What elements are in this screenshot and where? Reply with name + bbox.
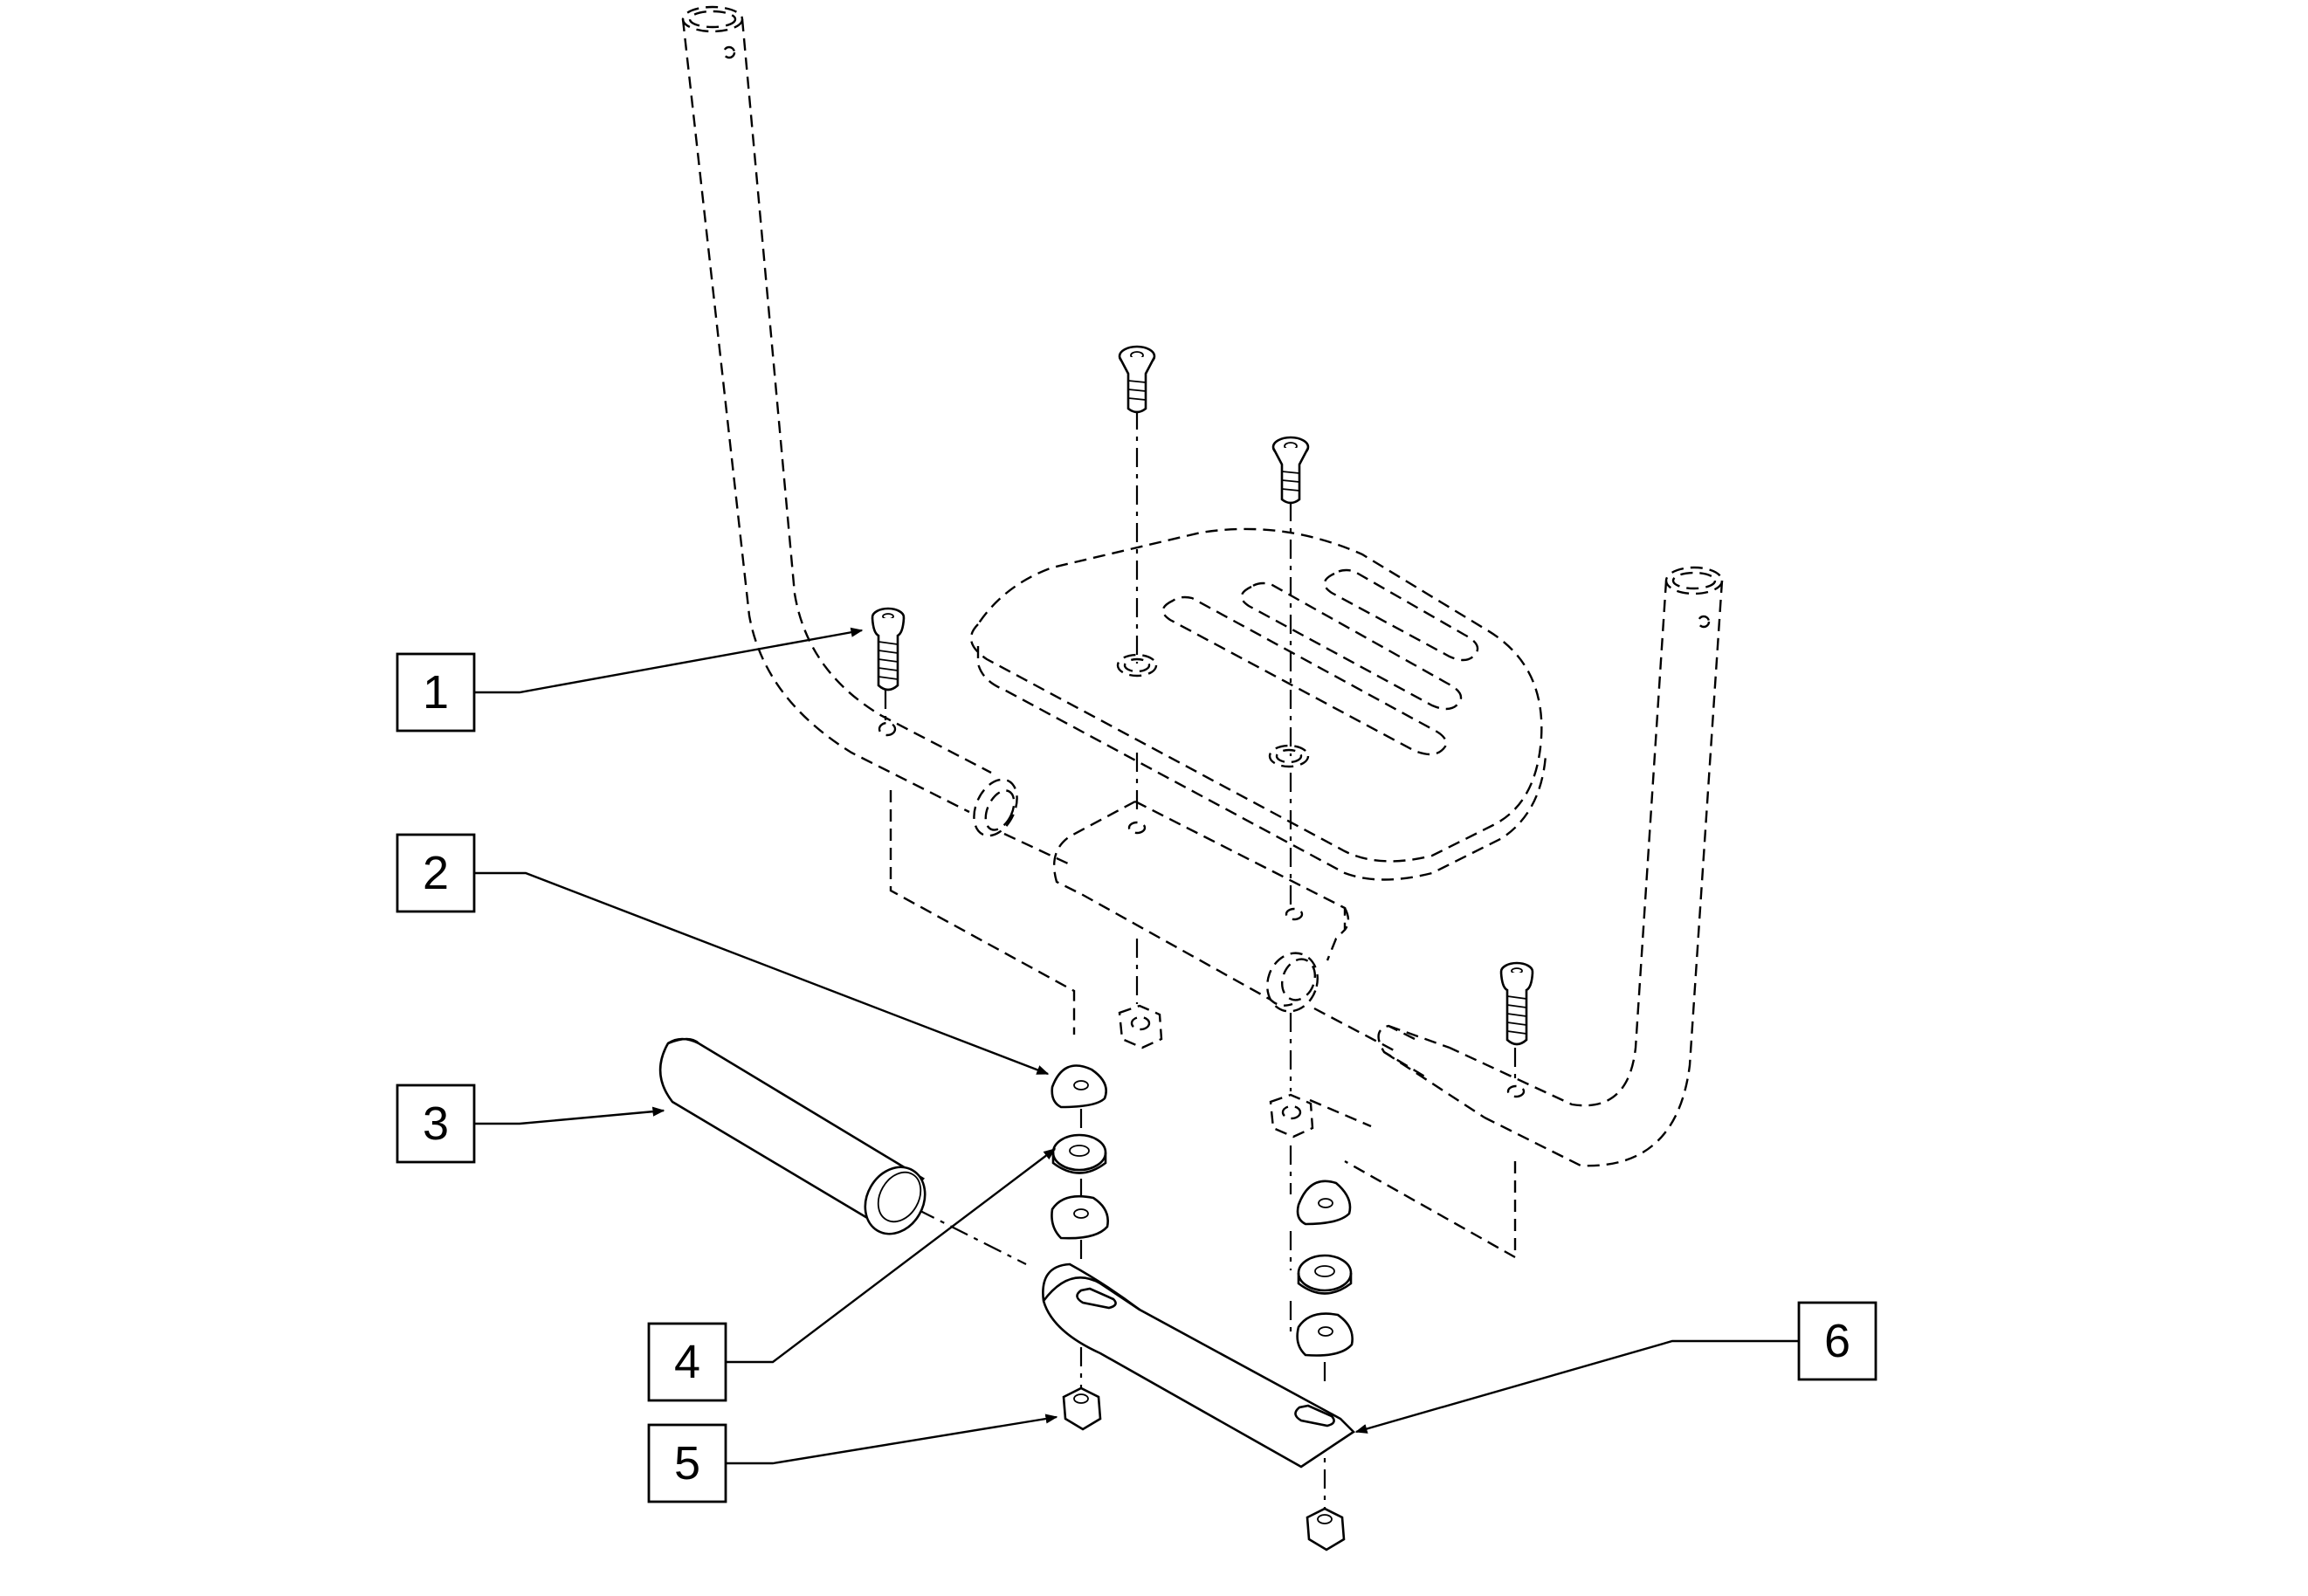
callout-label: 4 [674,1336,700,1388]
callout-1: 1 [396,652,476,733]
cam-washer-right-top [1296,1180,1352,1226]
flat-head-screw-rear [1271,436,1310,505]
footplate [969,527,1547,881]
button-head-screw-right [1499,961,1534,1098]
callout-label: 3 [423,1097,449,1150]
callout-label: 6 [1824,1315,1850,1367]
callout-6: 6 [1797,1301,1877,1381]
flat-head-screw-front [1118,345,1156,414]
left-frame-tube [681,5,1071,866]
callout-2: 2 [396,833,476,913]
bracket-nut-right [1269,1093,1314,1139]
right-frame-tube [1309,566,1724,1260]
slotted-bar [1042,1262,1356,1469]
cam-washer-right-bottom [1296,1312,1354,1357]
cam-washer-left-top [1051,1064,1107,1109]
roller-sleeve [658,1037,927,1235]
cam-washer-left-bottom [1051,1194,1109,1240]
flat-washer-left [1051,1133,1107,1174]
hex-nut-left [1062,1386,1102,1431]
leader-lines [472,627,1799,1465]
hex-nut-right [1306,1507,1346,1551]
callout-4: 4 [647,1322,727,1402]
button-head-screw-left [871,607,906,737]
callout-5: 5 [647,1423,727,1503]
callout-3: 3 [396,1083,476,1164]
flat-washer-right [1297,1254,1353,1295]
hinge-bracket [889,790,1398,1054]
callout-label: 5 [674,1437,700,1489]
callout-label: 1 [423,666,449,719]
callout-label: 2 [423,847,449,899]
bracket-nut-left [1118,1004,1163,1049]
